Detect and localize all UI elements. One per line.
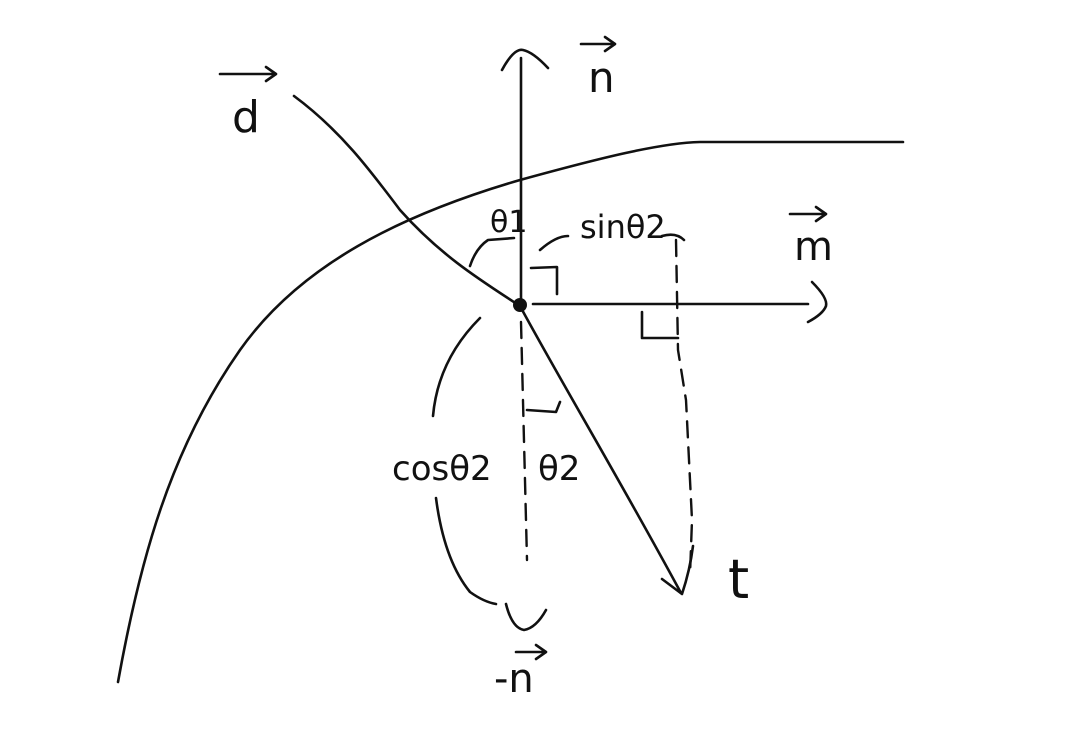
neg-normal-axis bbox=[519, 320, 529, 562]
n-vector-label: n bbox=[588, 53, 615, 102]
sin-theta2-label: sinθ2 bbox=[580, 208, 666, 246]
cos-theta2-brace-bottom bbox=[434, 496, 498, 606]
m-vector-arrow-mark bbox=[788, 205, 828, 223]
cos-theta2-label: cosθ2 bbox=[392, 449, 492, 489]
m-vector-label: m bbox=[794, 224, 833, 270]
cos-theta2-brace-top bbox=[431, 316, 482, 418]
refracted-arrowhead bbox=[660, 544, 695, 596]
neg-n-vector-label: -n bbox=[494, 656, 534, 702]
sin-theta2-brace bbox=[538, 233, 686, 252]
t-vector-label: t bbox=[728, 548, 749, 611]
right-angle-marker-projection bbox=[640, 310, 680, 340]
interface-curve bbox=[116, 140, 905, 684]
theta2-angle-marker bbox=[525, 400, 562, 414]
n-vector-arrow-mark bbox=[579, 35, 617, 53]
sin-projection-line bbox=[674, 238, 694, 577]
theta2-label: θ2 bbox=[538, 449, 580, 489]
tangent-arrowhead bbox=[806, 280, 828, 324]
normal-arrowhead bbox=[500, 48, 550, 72]
right-angle-marker-top bbox=[529, 265, 559, 296]
refracted-ray bbox=[518, 304, 683, 595]
d-vector-label: d bbox=[232, 92, 260, 143]
d-vector-arrow-mark bbox=[218, 65, 278, 83]
theta1-label: θ1 bbox=[490, 205, 527, 240]
incident-ray bbox=[292, 94, 522, 308]
neg-n-vector-arrow-mark bbox=[514, 643, 548, 661]
intersection-point bbox=[513, 298, 527, 312]
neg-normal-arrowhead bbox=[504, 602, 548, 632]
theta1-arc bbox=[468, 236, 516, 268]
